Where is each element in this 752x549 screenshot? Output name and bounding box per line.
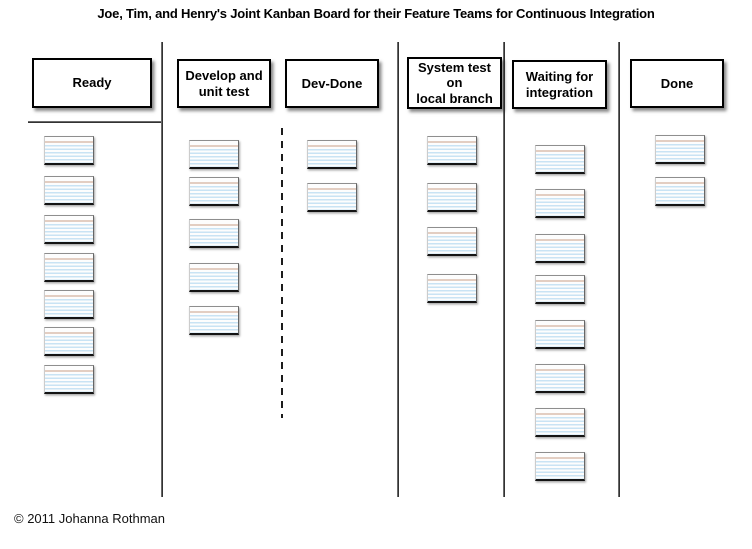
column-header-label-line: local branch [416, 90, 493, 106]
column-header-done: Done [630, 59, 724, 108]
divider-waiting-done [618, 42, 620, 497]
index-card-system-test [427, 227, 477, 256]
index-card-develop [189, 140, 239, 169]
divider-devdone-systemtest [397, 42, 399, 497]
divider-develop-devdone [281, 128, 283, 418]
column-header-label-line: System test [418, 60, 491, 75]
diagram-title: Joe, Tim, and Henry's Joint Kanban Board… [97, 6, 655, 21]
index-card-ready [44, 215, 94, 244]
index-card-waiting-integration [535, 452, 585, 481]
index-card-ready [44, 136, 94, 165]
column-header-label-line: Dev-Done [301, 75, 363, 91]
column-header-dev-done: Dev-Done [285, 59, 379, 108]
index-card-waiting-integration [535, 145, 585, 174]
index-card-dev-done [307, 140, 357, 169]
index-card-done [655, 177, 705, 206]
index-card-waiting-integration [535, 364, 585, 393]
index-card-ready [44, 365, 94, 394]
index-card-develop [189, 219, 239, 248]
index-card-ready [44, 176, 94, 205]
column-header-label-line: unit test [198, 83, 250, 99]
column-header-label-line: Develop and [185, 68, 263, 84]
divider-ready-develop [161, 42, 163, 497]
ready-queue-underline [28, 121, 161, 123]
index-card-waiting-integration [535, 275, 585, 304]
index-card-waiting-integration [535, 320, 585, 349]
index-card-develop [189, 306, 239, 335]
index-card-develop [189, 263, 239, 292]
index-card-done [655, 135, 705, 164]
index-card-system-test [427, 274, 477, 303]
index-card-develop [189, 177, 239, 206]
copyright-notice: © 2011 Johanna Rothman [14, 511, 165, 526]
column-header-ready: Ready [32, 58, 152, 108]
index-card-ready [44, 327, 94, 356]
column-header-label-line: Done [660, 75, 694, 91]
index-card-system-test [427, 136, 477, 165]
index-card-ready [44, 253, 94, 282]
index-card-dev-done [307, 183, 357, 212]
divider-systemtest-waiting [503, 42, 505, 497]
index-card-waiting-integration [535, 189, 585, 218]
column-header-label-line: Ready [72, 75, 112, 91]
column-header-label-line: integration [525, 84, 594, 100]
column-header-label-line: Waiting for [525, 69, 594, 85]
index-card-system-test [427, 183, 477, 212]
index-card-ready [44, 290, 94, 319]
column-header-label-line: on [446, 75, 463, 91]
index-card-waiting-integration [535, 234, 585, 263]
index-card-waiting-integration [535, 408, 585, 437]
